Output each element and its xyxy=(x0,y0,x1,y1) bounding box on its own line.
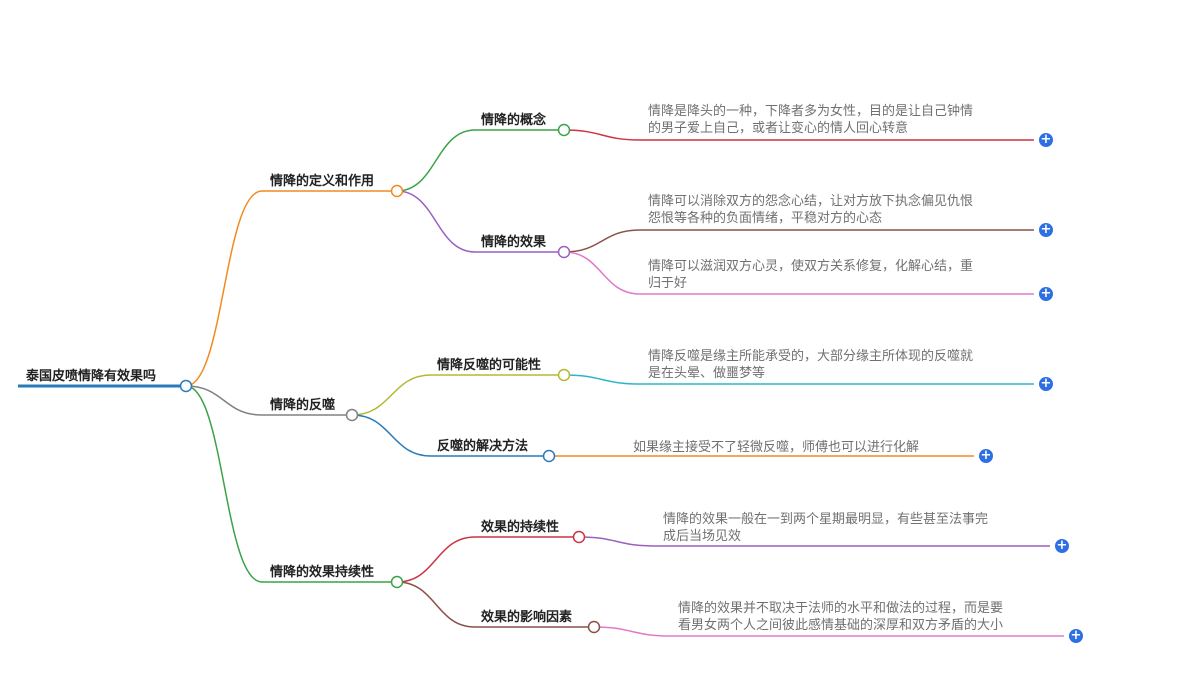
subtopic-connector-1-2 xyxy=(396,190,476,253)
subtopic-collapse-node-2-2[interactable] xyxy=(542,449,556,463)
branch-topic-1: 情降的定义和作用 xyxy=(270,174,375,189)
leaf-note-line: 看男女两个人之间彼此感情基础的深厚和双方矛盾的大小 xyxy=(678,618,1004,633)
subtopic-collapse-node-3-2[interactable] xyxy=(587,620,601,634)
leaf-note-1-2-1: 情降可以消除双方的怨念心结，让对方放下执念偏见仇恨怨恨等各种的负面情绪，平稳对方… xyxy=(648,193,973,227)
subtopic-connector-2-2 xyxy=(351,414,432,457)
subtopic-3-2: 效果的影响因素 xyxy=(481,610,573,625)
leaf-note-1-1-1: 情降是降头的一种，下降者多为女性，目的是让自己钟情的男子爱上自己，或者让变心的情… xyxy=(648,103,973,137)
leaf-note-line: 怨恨等各种的负面情绪，平稳对方的心态 xyxy=(648,211,883,226)
branch-collapse-node-3[interactable] xyxy=(390,575,404,589)
leaf-note-1-2-2: 情降可以滋润双方心灵，使双方关系修复，化解心结，重归于好 xyxy=(648,258,973,292)
expand-plus-icon[interactable]: + xyxy=(1039,376,1053,391)
leaf-connector-1-2-2 xyxy=(563,251,641,295)
subtopic-connector-2-1 xyxy=(351,374,432,416)
subtopic-collapse-node-3-1[interactable] xyxy=(572,530,586,544)
branch-connector-1 xyxy=(185,190,263,387)
subtopic-connector-3-1 xyxy=(396,536,476,583)
expand-plus-icon[interactable]: + xyxy=(1039,222,1053,237)
branch-collapse-node-1[interactable] xyxy=(390,184,404,198)
subtopic-2-2: 反噬的解决方法 xyxy=(437,439,529,454)
leaf-note-line: 如果缘主接受不了轻微反噬，师傅也可以进行化解 xyxy=(633,440,920,455)
expand-plus-icon[interactable]: + xyxy=(1069,628,1083,643)
leaf-note-line: 情降的效果并不取决于法师的水平和做法的过程，而是要 xyxy=(678,601,1004,616)
subtopic-collapse-node-1-1[interactable] xyxy=(557,123,571,137)
expand-plus-icon[interactable]: + xyxy=(1039,132,1053,147)
leaf-connector-1-2-1 xyxy=(563,229,641,253)
subtopic-collapse-node-2-1[interactable] xyxy=(557,368,571,382)
branch-connector-3 xyxy=(185,385,263,583)
subtopic-connector-3-2 xyxy=(396,581,476,628)
leaf-note-line: 是在头晕、做噩梦等 xyxy=(648,366,766,381)
leaf-note-line: 情降反噬是缘主所能承受的，大部分缘主所体现的反噬就 xyxy=(648,349,974,364)
branch-collapse-node-2[interactable] xyxy=(345,408,359,422)
expand-plus-icon[interactable]: + xyxy=(1055,538,1069,553)
branch-topic-3: 情降的效果持续性 xyxy=(270,565,375,580)
expand-plus-icon[interactable]: + xyxy=(1039,286,1053,301)
leaf-note-line: 情降可以滋润双方心灵，使双方关系修复，化解心结，重 xyxy=(648,259,974,274)
subtopic-connector-1-1 xyxy=(396,129,476,192)
root-collapse-node[interactable] xyxy=(179,379,193,393)
leaf-note-2-2-1: 如果缘主接受不了轻微反噬，师傅也可以进行化解 xyxy=(633,439,919,456)
leaf-note-3-1-1: 情降的效果一般在一到两个星期最明显，有些甚至法事完成后当场见效 xyxy=(663,511,988,545)
subtopic-1-1: 情降的概念 xyxy=(481,113,547,128)
leaf-note-3-2-1: 情降的效果并不取决于法师的水平和做法的过程，而是要看男女两个人之间彼此感情基础的… xyxy=(678,600,1003,634)
leaf-note-line: 情降是降头的一种，下降者多为女性，目的是让自己钟情 xyxy=(648,104,974,119)
leaf-note-line: 成后当场见效 xyxy=(663,529,742,544)
subtopic-2-1: 情降反噬的可能性 xyxy=(437,358,542,373)
branch-connector-2 xyxy=(185,385,263,416)
leaf-note-line: 的男子爱上自己，或者让变心的情人回心转意 xyxy=(648,121,909,136)
expand-plus-icon[interactable]: + xyxy=(979,448,993,463)
leaf-connector-3-2-1 xyxy=(593,626,671,637)
subtopic-3-1: 效果的持续性 xyxy=(481,520,560,535)
leaf-note-2-1-1: 情降反噬是缘主所能承受的，大部分缘主所体现的反噬就是在头晕、做噩梦等 xyxy=(648,348,973,382)
root-topic: 泰国皮喷情降有效果吗 xyxy=(26,369,157,384)
branch-topic-2: 情降的反噬 xyxy=(270,398,336,413)
leaf-note-line: 情降的效果一般在一到两个星期最明显，有些甚至法事完 xyxy=(663,512,989,527)
leaf-note-line: 情降可以消除双方的怨念心结，让对方放下执念偏见仇恨 xyxy=(648,194,974,209)
subtopic-1-2: 情降的效果 xyxy=(481,235,547,250)
leaf-connector-3-1-1 xyxy=(578,536,656,547)
leaf-connector-1-1-1 xyxy=(563,129,641,141)
leaf-note-line: 归于好 xyxy=(648,276,688,291)
leaf-connector-2-1-1 xyxy=(563,374,641,385)
subtopic-collapse-node-1-2[interactable] xyxy=(557,245,571,259)
